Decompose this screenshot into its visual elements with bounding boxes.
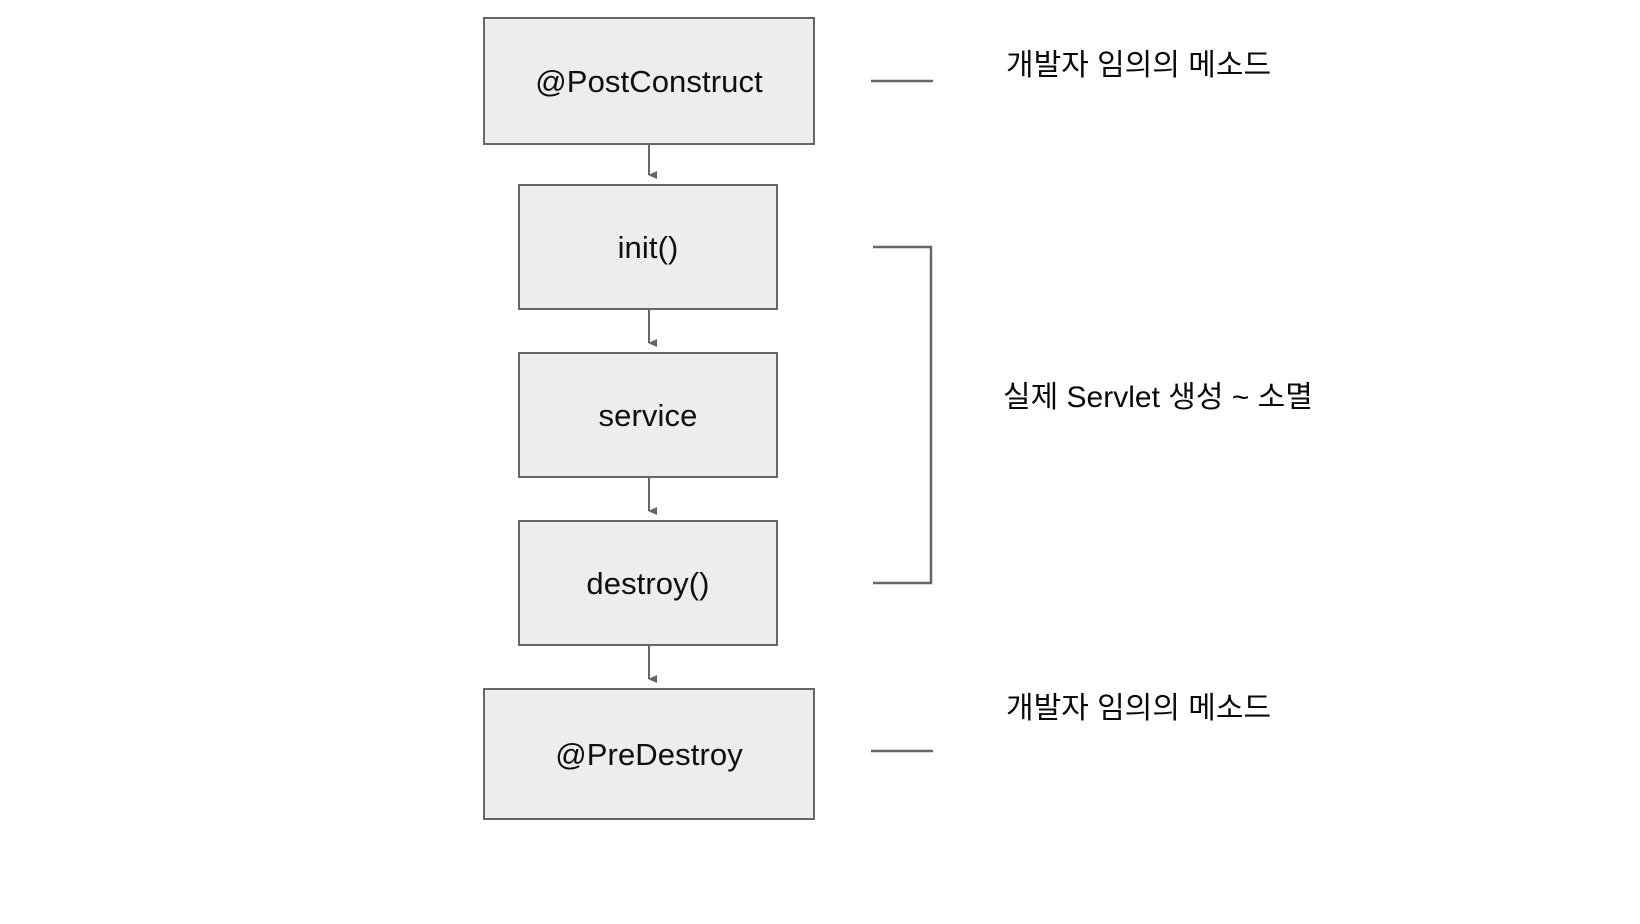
- node-pre-destroy-label: @PreDestroy: [555, 736, 743, 772]
- annotation-connector-bracket: [873, 245, 933, 585]
- node-destroy-label: destroy(): [586, 565, 710, 601]
- node-destroy[interactable]: destroy(): [518, 520, 778, 646]
- node-service-label: service: [598, 397, 698, 433]
- annotation-pre-destroy: 개발자 임의의 메소드: [1006, 692, 1272, 725]
- node-init[interactable]: init(): [518, 184, 778, 310]
- annotation-post-construct: 개발자 임의의 메소드: [1006, 49, 1272, 82]
- node-post-construct-label: @PostConstruct: [535, 63, 763, 99]
- node-service[interactable]: service: [518, 352, 778, 478]
- node-pre-destroy[interactable]: @PreDestroy: [483, 688, 815, 820]
- node-post-construct[interactable]: @PostConstruct: [483, 17, 815, 145]
- node-init-label: init(): [617, 229, 679, 265]
- annotation-lifecycle: 실제 Servlet 생성 ~ 소멸: [1003, 381, 1313, 414]
